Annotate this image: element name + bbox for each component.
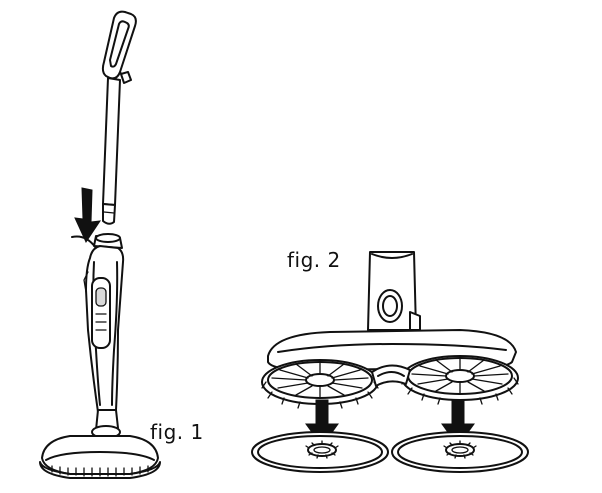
fig1-steam-mop [39,10,161,479]
mop-handle-pole [102,77,121,225]
fig2-pad-attachment [251,251,529,473]
mop-handle-grip [101,10,137,84]
mop-power-button [95,287,107,307]
mop-body [83,233,125,413]
fig2-left-pad [251,431,389,473]
fig1-label: fig. 1 [150,420,204,444]
fig2-left-disc [261,359,379,411]
fig2-right-disc [401,355,519,407]
fig2-disc-linkage [371,364,411,387]
mop-base [39,409,161,479]
fig2-mop-neck [367,251,421,331]
fig2-right-pad [391,431,529,473]
fig2-label: fig. 2 [287,248,341,272]
